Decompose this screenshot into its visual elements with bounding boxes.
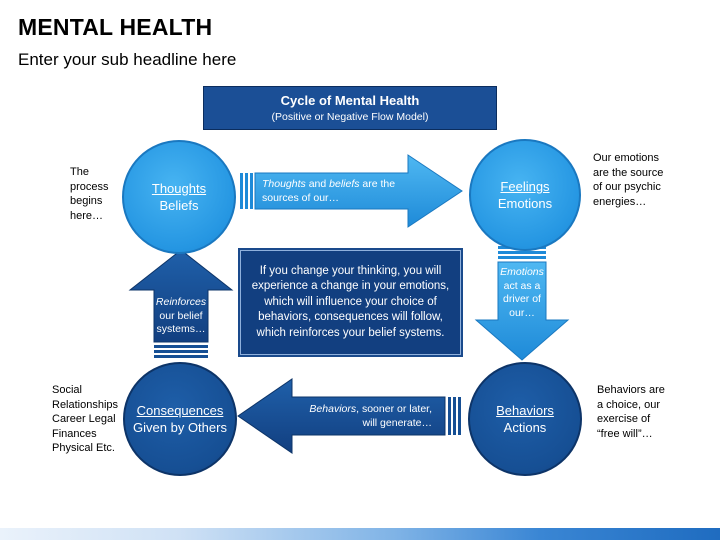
diagram-header-subtitle: (Positive or Negative Flow Model): [271, 111, 429, 123]
note-line: here…: [70, 209, 104, 222]
diagram-header: Cycle of Mental Health (Positive or Nega…: [203, 86, 497, 130]
arrow-bottom-rest: , sooner or later,: [356, 403, 432, 415]
arrow-top-italic1: Thoughts: [262, 178, 306, 190]
node-consequences: Consequences Given by Others: [123, 362, 237, 476]
arrow-right-line3: driver of: [503, 293, 541, 305]
note-line: Finances: [52, 427, 97, 440]
arrow-top-italic2: beliefs: [329, 178, 360, 190]
center-explanation-box: If you change your thinking, you will ex…: [240, 250, 461, 355]
note-top-right: Our emotions are the source of our psych…: [593, 151, 663, 209]
arrow-bottom-line2: will generate…: [362, 417, 432, 429]
note-line: Career Legal: [52, 413, 116, 425]
arrow-behaviors-to-consequences: [237, 378, 461, 454]
note-line: of our psychic: [593, 181, 661, 193]
node-consequences-label: Consequences: [136, 403, 224, 418]
note-line: begins: [70, 195, 103, 207]
note-line: The: [70, 166, 89, 178]
note-bottom-right: Behaviors are a choice, our exercise of …: [597, 383, 665, 441]
note-line: Behaviors are: [597, 384, 665, 396]
arrow-top-text: Thoughts and beliefs are the sources of …: [262, 177, 407, 205]
arrow-right-line2: act as a: [503, 279, 541, 292]
node-behaviors-sublabel: Actions: [503, 420, 547, 435]
footer-gradient-bar: [0, 528, 720, 540]
note-top-left: The process begins here…: [70, 165, 109, 223]
note-line: exercise of: [597, 413, 651, 425]
note-line: Relationships: [52, 398, 119, 411]
node-thoughts: Thoughts Beliefs: [122, 140, 236, 254]
note-line: energies…: [593, 195, 647, 208]
node-feelings-sublabel: Emotions: [497, 196, 553, 211]
arrow-top-and: and: [305, 178, 330, 190]
node-thoughts-sublabel: Beliefs: [159, 198, 199, 213]
node-behaviors: Behaviors Actions: [468, 362, 582, 476]
arrow-thoughts-to-feelings: [240, 154, 463, 228]
diagram-header-title: Cycle of Mental Health: [280, 93, 420, 108]
arrow-top-rest: are the: [359, 178, 396, 190]
note-line: Social: [52, 384, 82, 396]
page-title: MENTAL HEALTH: [18, 14, 213, 40]
node-thoughts-label: Thoughts: [151, 181, 207, 196]
arrow-left-line2: our belief: [159, 309, 203, 322]
arrow-top-line2: sources of our…: [262, 192, 340, 204]
arrow-consequences-to-thoughts: [128, 249, 234, 358]
note-line: Physical Etc.: [52, 442, 115, 454]
center-explanation-text: If you change your thinking, you will ex…: [251, 264, 450, 339]
node-consequences-sublabel: Given by Others: [133, 420, 227, 435]
node-behaviors-label: Behaviors: [496, 403, 554, 418]
arrow-left-italic: Reinforces: [155, 296, 207, 308]
node-feelings: Feelings Emotions: [469, 139, 581, 251]
note-bottom-left: Social Relationships Career Legal Financ…: [52, 383, 118, 456]
page-subtitle: Enter your sub headline here: [18, 50, 237, 69]
note-line: “free will”…: [597, 427, 653, 440]
note-line: are the source: [593, 166, 664, 179]
arrow-right-line4: our…: [509, 306, 535, 319]
note-line: Our emotions: [593, 152, 660, 164]
note-line: process: [70, 180, 109, 193]
arrow-bottom-italic: Behaviors: [309, 403, 357, 415]
arrow-left-text: Reinforces our belief systems…: [152, 296, 210, 337]
note-line: a choice, our: [597, 398, 660, 411]
arrow-right-italic: Emotions: [500, 266, 544, 278]
node-feelings-label: Feelings: [500, 179, 550, 194]
arrow-bottom-text: Behaviors, sooner or later, will generat…: [292, 402, 432, 430]
arrow-left-line3: systems…: [156, 323, 206, 335]
arrow-right-text: Emotions act as a driver of our…: [496, 266, 548, 320]
